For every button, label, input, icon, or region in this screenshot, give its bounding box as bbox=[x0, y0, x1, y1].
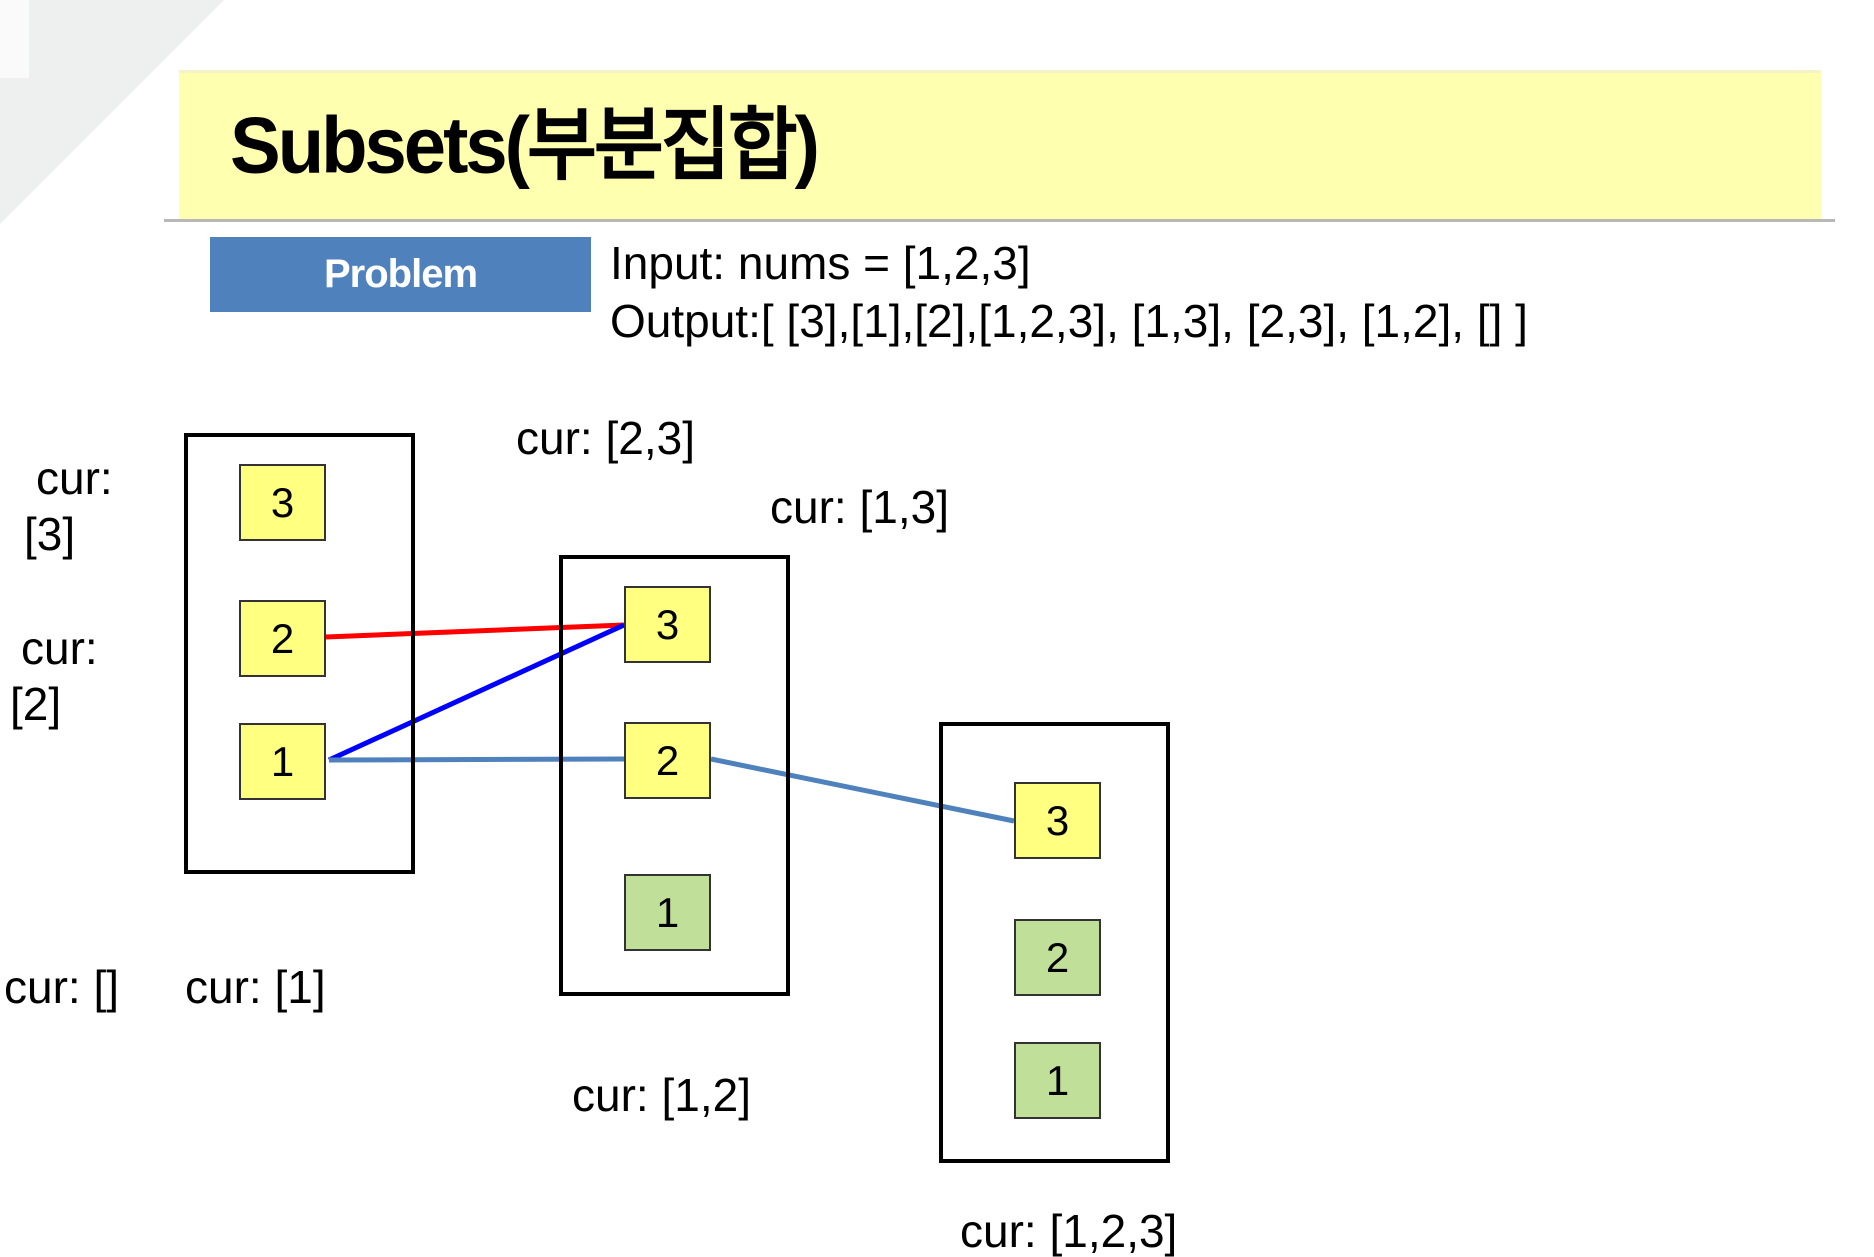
label-cur-empty: cur: [] bbox=[4, 961, 120, 1013]
label-cur3-a: cur: bbox=[36, 452, 113, 504]
node-box2-3: 3 bbox=[624, 586, 711, 663]
edge-2-to-3 bbox=[325, 622, 625, 640]
node-box2-2: 2 bbox=[624, 722, 711, 799]
problem-badge: Problem bbox=[210, 237, 591, 312]
node-box2-1: 1 bbox=[624, 874, 711, 951]
label-cur2-a: cur: bbox=[21, 622, 98, 674]
node-box3-3: 3 bbox=[1014, 782, 1101, 859]
label-cur123: cur: [1,2,3] bbox=[960, 1205, 1178, 1257]
edge-1-to-2 bbox=[328, 756, 625, 763]
label-cur12: cur: [1,2] bbox=[572, 1069, 751, 1121]
input-text: Input: nums = [1,2,3] bbox=[610, 237, 1031, 289]
background-decoration bbox=[0, 0, 224, 224]
label-cur2-b: [2] bbox=[10, 678, 62, 730]
label-cur3-b: [3] bbox=[24, 508, 76, 560]
level-1-box bbox=[184, 433, 415, 874]
title-band bbox=[179, 70, 1821, 221]
node-box3-1: 1 bbox=[1014, 1042, 1101, 1119]
label-cur23: cur: [2,3] bbox=[516, 412, 695, 464]
page-title: Subsets(부분집합) bbox=[230, 100, 820, 191]
node-box1-1: 1 bbox=[239, 723, 326, 800]
divider bbox=[164, 219, 1835, 222]
node-box1-3: 3 bbox=[239, 464, 326, 541]
level-3-box bbox=[939, 722, 1170, 1163]
output-text: Output:[ [3],[1],[2],[1,2,3], [1,3], [2,… bbox=[610, 295, 1528, 347]
node-box3-2: 2 bbox=[1014, 919, 1101, 996]
level-2-box bbox=[559, 555, 790, 996]
label-cur1: cur: [1] bbox=[185, 961, 326, 1013]
edge-1-to-3 bbox=[327, 622, 626, 763]
edge-12-to-3 bbox=[710, 756, 1015, 824]
label-cur13: cur: [1,3] bbox=[770, 481, 949, 533]
node-box1-2: 2 bbox=[239, 600, 326, 677]
